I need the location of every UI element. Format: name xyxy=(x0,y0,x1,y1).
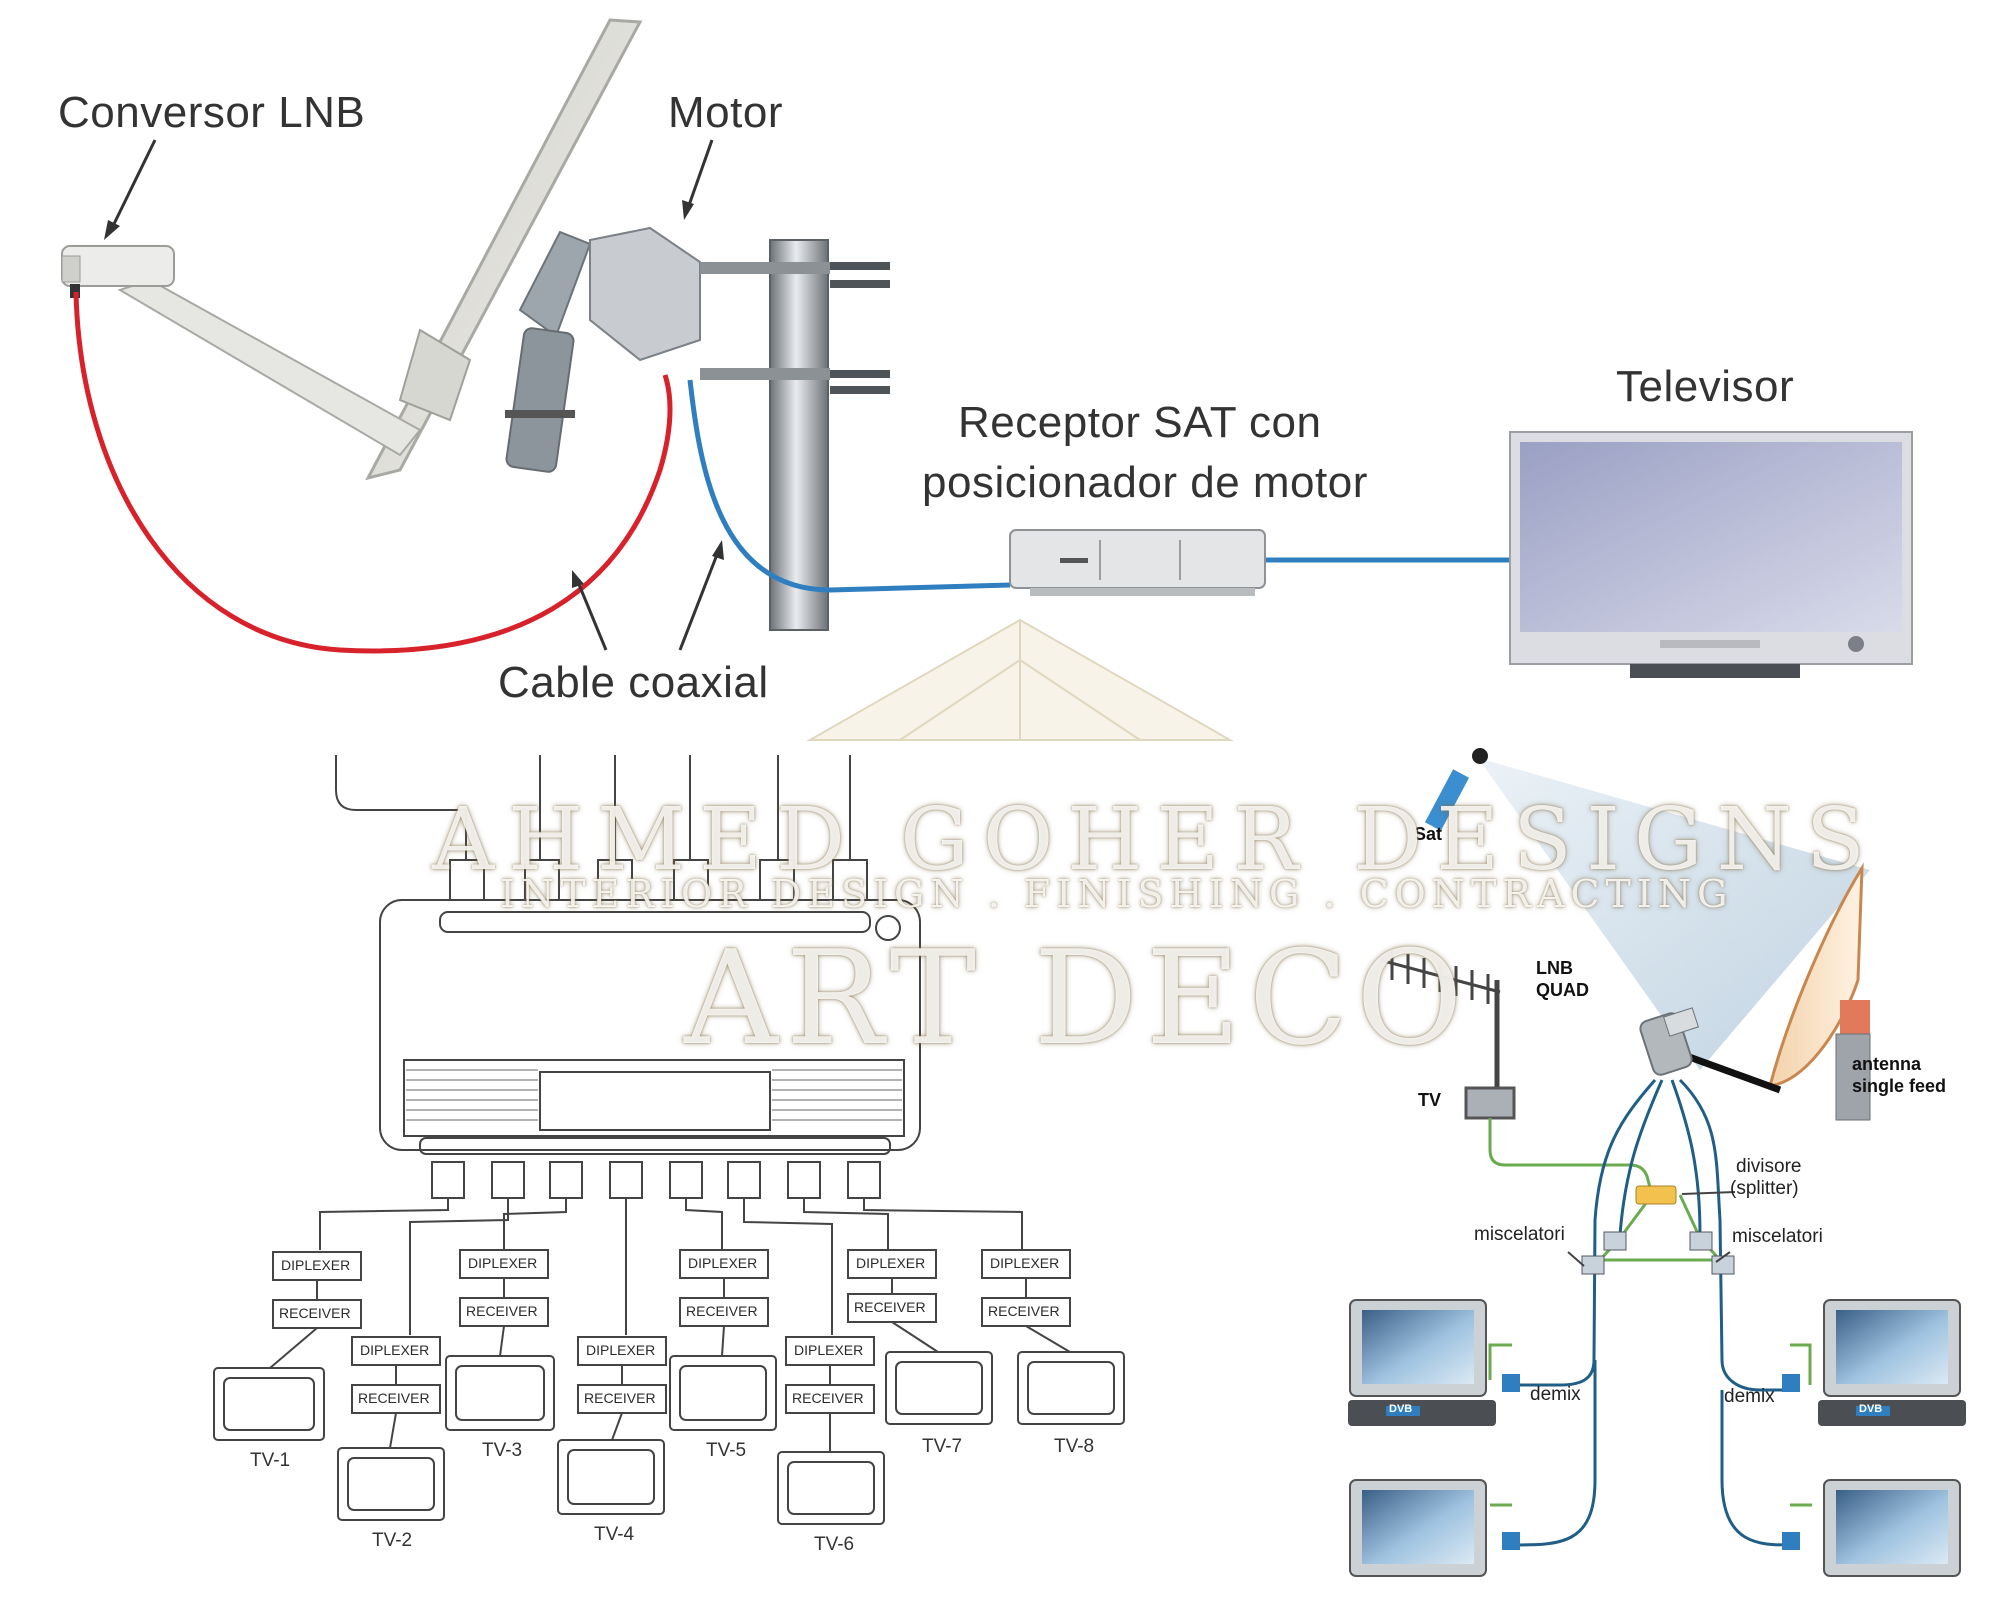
antenna-single-feed-line1: antenna xyxy=(1852,1054,1922,1074)
diplexer-label-6: DIPLEXER xyxy=(794,1342,864,1358)
diplexer-label-2: DIPLEXER xyxy=(360,1342,430,1358)
watermark-line1: AHMED GOHER DESIGNS xyxy=(432,790,1879,890)
receiver-label-2: RECEIVER xyxy=(358,1390,430,1406)
receiver-label-7: RECEIVER xyxy=(854,1299,926,1315)
receiver-label-1: RECEIVER xyxy=(279,1305,351,1321)
tv-label-4: TV-4 xyxy=(594,1524,635,1545)
antenna-single-feed-line2: single feed xyxy=(1852,1076,1947,1096)
diplexer-receiver-stacks xyxy=(272,1249,1071,1414)
dvb-label-left: DVB xyxy=(1389,1403,1413,1415)
tv-label-7: TV-7 xyxy=(922,1436,963,1457)
diplexer-label-3: DIPLEXER xyxy=(468,1255,538,1271)
diplexer-label-8: DIPLEXER xyxy=(990,1255,1060,1271)
diplexer-label-1: DIPLEXER xyxy=(281,1257,351,1273)
tv-label-5: TV-5 xyxy=(706,1440,747,1461)
receiver-label-line1: Receptor SAT con xyxy=(958,398,1322,447)
lnb-converter-label: Conversor LNB xyxy=(58,88,366,137)
televisor xyxy=(1509,431,1913,678)
mixers-left-label: miscelatori xyxy=(1474,1224,1565,1245)
tv-antenna-label: TV xyxy=(1418,1090,1442,1110)
demix-units xyxy=(1502,1374,1800,1550)
lnb-arm xyxy=(117,278,422,457)
multiswitch-box xyxy=(379,899,921,1151)
lnb-quad xyxy=(1639,1007,1699,1076)
lnb-quad-label-line2: QUAD xyxy=(1536,980,1589,1000)
receiver-label-5: RECEIVER xyxy=(686,1303,758,1319)
demix-left-label: demix xyxy=(1530,1384,1581,1405)
motor-unit xyxy=(505,226,701,473)
diplexer-label-5: DIPLEXER xyxy=(688,1255,758,1271)
receiver-label-line2: posicionador de motor xyxy=(922,458,1368,507)
sat-receiver-box xyxy=(1009,529,1266,596)
multiswitch-diagram xyxy=(213,755,1125,1525)
motorized-dish-illustration xyxy=(61,18,1913,678)
diplexer-label-4: DIPLEXER xyxy=(586,1342,656,1358)
diplexer-label-7: DIPLEXER xyxy=(856,1255,926,1271)
tv-label-1: TV-1 xyxy=(250,1450,291,1471)
receiver-label-4: RECEIVER xyxy=(584,1390,656,1406)
quad-lnb-diagram xyxy=(1348,748,1966,1577)
receiver-label-6: RECEIVER xyxy=(792,1390,864,1406)
lnb-converter xyxy=(61,245,175,298)
satellite-icon xyxy=(1424,748,1488,831)
red-coaxial-cable xyxy=(73,291,673,654)
splitter-label-line1: divisore xyxy=(1736,1156,1802,1177)
mount-pole xyxy=(769,239,829,631)
sat-label: Sat xyxy=(1414,824,1443,844)
satellite-beam xyxy=(1478,758,1870,1070)
mixers-right-label: miscelatori xyxy=(1732,1226,1823,1247)
lnb-quad-label-line1: LNB xyxy=(1536,958,1573,978)
demix-right-label: demix xyxy=(1724,1386,1775,1407)
cable-coaxial-label: Cable coaxial xyxy=(498,658,769,707)
watermark-emblem xyxy=(806,618,1234,741)
input-connectors xyxy=(449,859,868,901)
multiswitch-tv-sets xyxy=(213,1351,1125,1525)
dvb-label-right: DVB xyxy=(1859,1403,1883,1415)
blue-coaxial-cable xyxy=(687,379,1011,593)
watermark-line3: ART DECO xyxy=(684,922,1471,1074)
motor-label: Motor xyxy=(668,88,783,137)
receiver-label-3: RECEIVER xyxy=(466,1303,538,1319)
televisor-label: Televisor xyxy=(1616,362,1795,411)
watermark-line2: INTERIOR DESIGN . FINISHING . CONTRACTIN… xyxy=(500,872,1734,916)
tv-label-6: TV-6 xyxy=(814,1534,855,1555)
tv-label-8: TV-8 xyxy=(1054,1436,1095,1457)
monitor-sets xyxy=(1348,1299,1966,1577)
output-connectors xyxy=(431,1161,881,1199)
tv-label-3: TV-3 xyxy=(482,1440,523,1461)
splitter xyxy=(1635,1185,1677,1205)
terrestrial-antenna xyxy=(1379,950,1516,1120)
receiver-label-8: RECEIVER xyxy=(988,1303,1060,1319)
splitter-label-line2: (splitter) xyxy=(1730,1178,1799,1199)
tv-label-2: TV-2 xyxy=(372,1530,413,1551)
